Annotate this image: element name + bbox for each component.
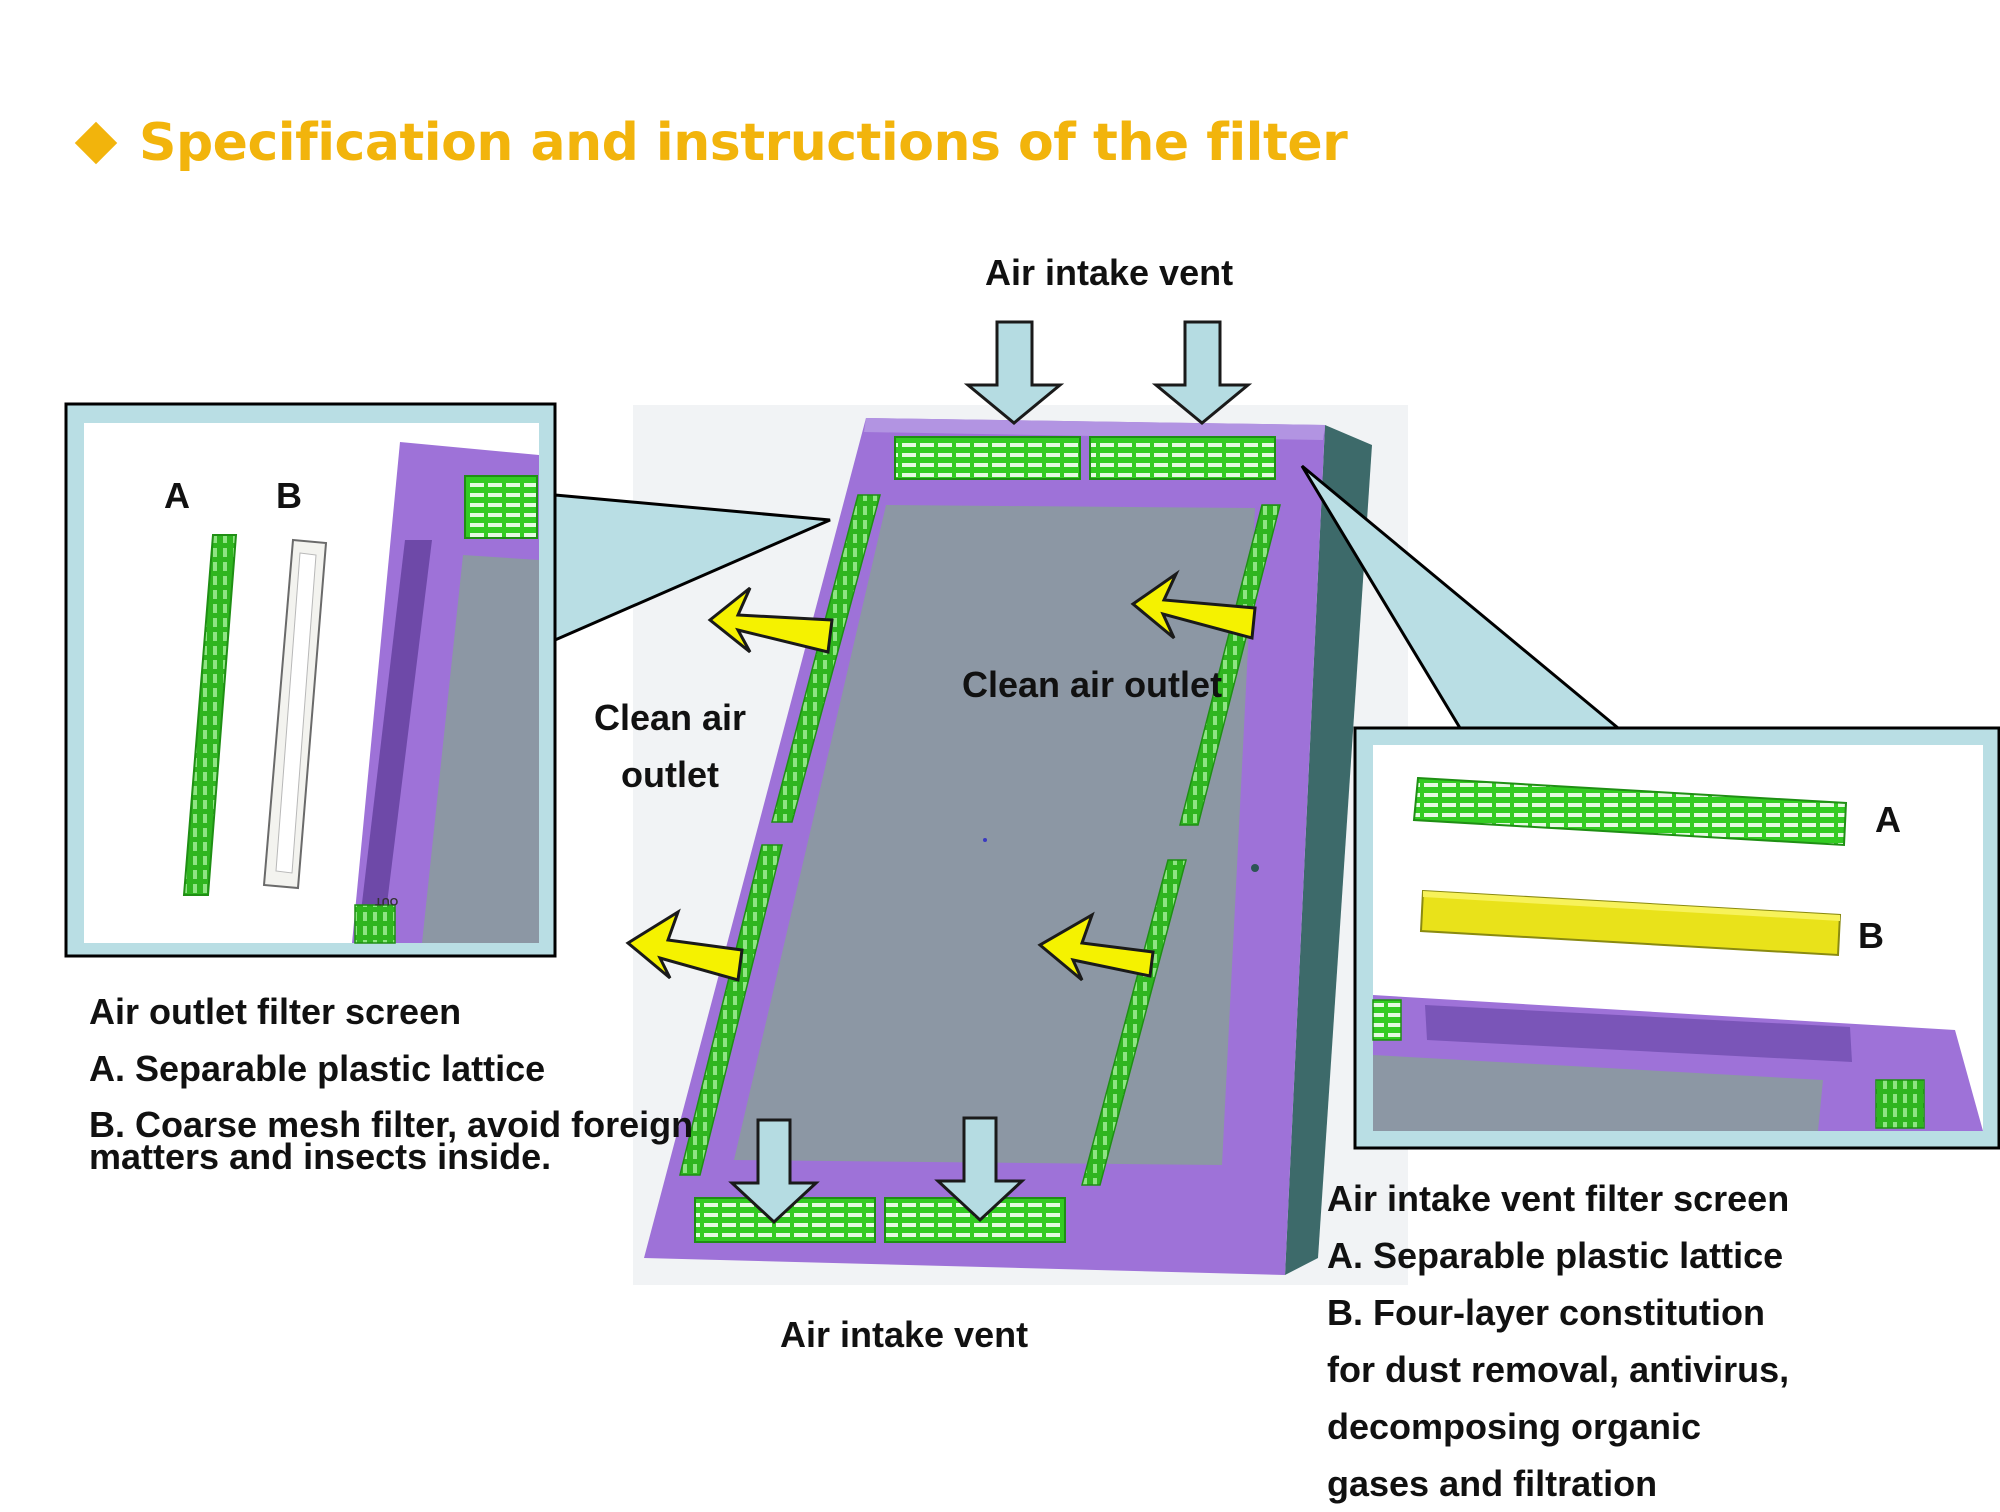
- title-row: Specification and instructions of the fi…: [74, 108, 1348, 178]
- side-screw: [1251, 864, 1259, 872]
- left-inset-intake-grille: [464, 475, 538, 539]
- label-clean-outlet-left-line2: outlet: [621, 754, 719, 795]
- label-clean-outlet-left-line1: Clean air: [593, 697, 747, 738]
- panel-center-dot: [983, 838, 987, 842]
- left-inset-out-tag: OUT: [375, 895, 399, 907]
- unit-center-panel: [734, 505, 1255, 1165]
- left-inset-corner-grille: [354, 904, 396, 944]
- right-outlet-lattice-lower: [1081, 859, 1187, 1186]
- unit-side-face: [1285, 425, 1372, 1275]
- left-outlet-lattice-upper: [771, 494, 881, 823]
- right-outlet-lattice-upper: [1179, 504, 1281, 826]
- left-callout: [64, 402, 831, 958]
- yellow-left-arrow-icon: [707, 586, 834, 654]
- right-inset-unit-panel: [1373, 1055, 1823, 1131]
- label-clean-outlet-left: Clean air outlet: [585, 700, 755, 793]
- right-inset-corner-grille: [1875, 1079, 1925, 1129]
- page-title: Specification and instructions of the fi…: [139, 113, 1348, 173]
- blue-down-arrow-icon: [728, 1118, 820, 1225]
- yellow-left-arrow-icon: [1037, 911, 1155, 982]
- blue-down-arrow-icon: [934, 1116, 1026, 1223]
- bottom-intake-arrows: [728, 1116, 1026, 1225]
- right-inset-intake-slot: [1425, 1005, 1852, 1062]
- blue-down-arrow-icon: [1151, 320, 1253, 425]
- left-inset-label-a: A: [164, 475, 190, 516]
- intake-filter-line-b1: B. Four-layer constitution: [1327, 1292, 1766, 1333]
- top-intake-arrows: [963, 320, 1253, 425]
- left-part-a-lattice: [182, 534, 238, 896]
- outlet-filter-description: Air outlet filter screen A. Separable pl…: [89, 983, 694, 1177]
- blue-down-arrow-icon: [963, 320, 1065, 425]
- label-air-intake-bottom: Air intake vent: [780, 1314, 1029, 1355]
- outlet-filter-heading: Air outlet filter screen: [89, 991, 462, 1032]
- yellow-left-arrow-icon: [625, 908, 744, 982]
- unit-top-edge: [864, 418, 1325, 440]
- outlet-filter-line-b2: matters and insects inside.: [89, 1136, 552, 1177]
- left-inset-label-b: B: [276, 475, 302, 516]
- label-air-intake-top: Air intake vent: [985, 252, 1234, 293]
- top-intake-grille-left: [894, 436, 1081, 480]
- intake-filter-line-b2: for dust removal, antivirus,: [1327, 1349, 1790, 1390]
- intake-filter-line-b3: decomposing organic: [1327, 1406, 1702, 1447]
- right-part-b-filter-top: [1423, 891, 1840, 921]
- clean-air-arrows: [625, 569, 1257, 982]
- intake-filter-heading: Air intake vent filter screen: [1327, 1178, 1790, 1219]
- intake-filter-line-a: A. Separable plastic lattice: [1327, 1235, 1784, 1276]
- top-intake-grille-right: [1089, 436, 1276, 480]
- left-inset-unit-panel: [422, 555, 539, 943]
- air-purifier-unit: [633, 405, 1408, 1285]
- left-inset-outlet-slot: [360, 540, 432, 920]
- outlet-filter-line-b1: B. Coarse mesh filter, avoid foreign: [89, 1104, 694, 1145]
- left-outlet-lattice-lower: [679, 844, 783, 1176]
- intake-filter-line-b4: gases and filtration: [1327, 1463, 1658, 1504]
- intake-filter-description: Air intake vent filter screen A. Separab…: [1327, 1170, 1789, 1512]
- yellow-left-arrow-icon: [1130, 569, 1257, 640]
- bottom-intake-grille-right: [884, 1197, 1066, 1243]
- right-part-a-lattice: [1412, 776, 1848, 847]
- left-part-b-mesh-inner: [275, 552, 317, 874]
- outlet-filter-line-a: A. Separable plastic lattice: [89, 1048, 546, 1089]
- right-inset-edge-grille: [1372, 999, 1402, 1041]
- label-clean-outlet-right: Clean air outlet: [962, 664, 1223, 705]
- right-inset-label-b: B: [1858, 915, 1884, 956]
- right-inset-label-a: A: [1875, 799, 1901, 840]
- right-callout: [1300, 464, 2000, 1150]
